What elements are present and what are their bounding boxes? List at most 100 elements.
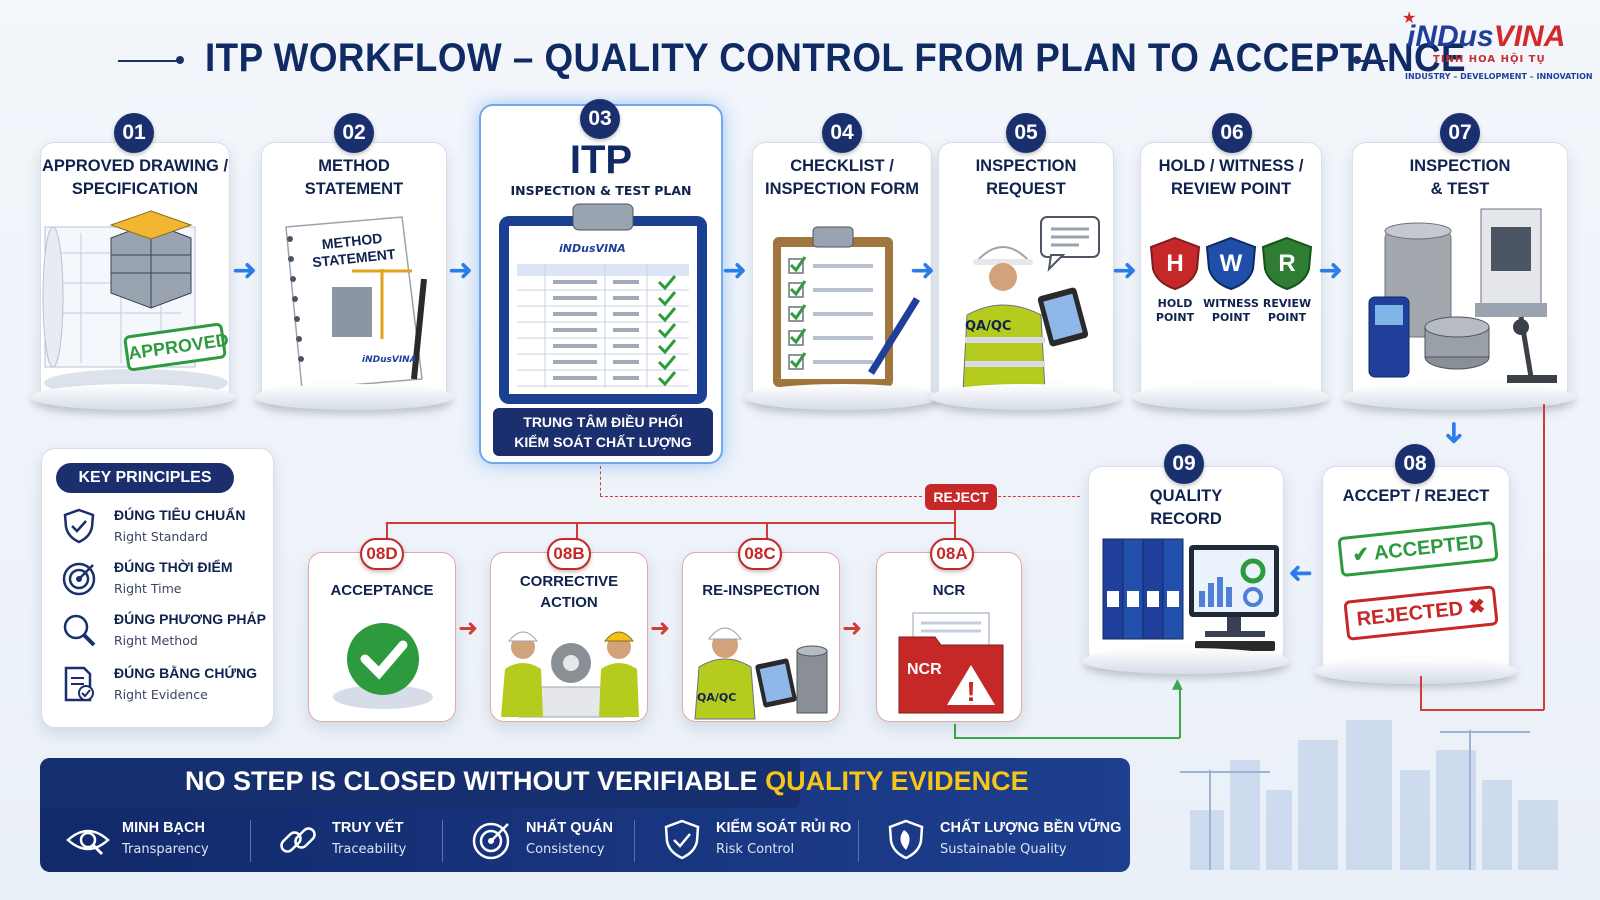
substep-08b-badge: 08B bbox=[547, 538, 591, 570]
witness-point-label-1: WITNESS bbox=[1203, 297, 1259, 310]
value-en: Transparency bbox=[122, 842, 209, 857]
step-09-title-line1: QUALITY bbox=[1149, 487, 1223, 505]
step-05-pedestal bbox=[930, 384, 1122, 410]
reject-loop-right bbox=[1543, 404, 1545, 710]
step-06-pedestal bbox=[1132, 384, 1330, 410]
svg-text:W: W bbox=[1220, 250, 1243, 277]
principle-item: ĐÚNG TIÊU CHUẨN Right Standard bbox=[60, 505, 270, 551]
ncr-folder-warning-icon: ! bbox=[898, 612, 1004, 714]
step-08-badge: 08 bbox=[1395, 444, 1435, 484]
step-07-pedestal bbox=[1342, 384, 1576, 410]
substep-08b-title-line1: CORRECTIVE bbox=[519, 573, 619, 590]
step-06-title-line2: REVIEW POINT bbox=[1170, 180, 1292, 198]
vest-label-qaqc: QA/QC bbox=[965, 319, 1012, 334]
flow-arrow-03-04: ➜ bbox=[722, 253, 748, 288]
step-01-title-line1: APPROVED DRAWING / bbox=[41, 157, 229, 175]
step-09-title-line2: RECORD bbox=[1150, 510, 1222, 528]
hold-point-label-1: HOLD bbox=[1157, 297, 1193, 310]
witness-point-label-2: POINT bbox=[1211, 311, 1251, 324]
step-card-07: INSPECTION& TEST bbox=[1352, 142, 1568, 404]
company-logo: iNDusVINA bbox=[1407, 20, 1566, 53]
itp-coordination-banner: TRUNG TÂM ĐIỀU PHỐI KIỂM SOÁT CHẤT LƯỢNG bbox=[493, 408, 713, 456]
logo-star-icon: ★ bbox=[1402, 8, 1417, 27]
test-equipment-icon bbox=[1368, 208, 1557, 383]
records-computer-icon bbox=[1102, 538, 1279, 651]
book-logo: iNDusVINA bbox=[362, 355, 417, 365]
reject-to-ncr-line bbox=[954, 510, 956, 538]
reject-dash-vertical bbox=[600, 466, 601, 496]
value-vi: TRUY VẾT bbox=[332, 820, 404, 836]
link-icon bbox=[280, 827, 316, 853]
step-03-badge: 03 bbox=[580, 99, 620, 139]
re-inspection-worker-icon bbox=[694, 627, 828, 720]
principle-en: Right Method bbox=[114, 633, 198, 648]
shield-check-icon bbox=[664, 819, 700, 860]
value-vi: CHẤT LƯỢNG BỀN VỮNG bbox=[940, 820, 1122, 836]
step-02-title-line2: STATEMENT bbox=[304, 180, 404, 198]
hold-point-shield-icon: H bbox=[1149, 236, 1201, 291]
corrective-action-workers-icon bbox=[501, 631, 639, 718]
itp-banner-line1: TRUNG TÂM ĐIỀU PHỐI bbox=[523, 414, 683, 430]
evidence-banner: NO STEP IS CLOSED WITHOUT VERIFIABLE QUA… bbox=[40, 758, 1130, 872]
substep-08a-title: NCR bbox=[932, 582, 966, 599]
ncr-return-arrowhead-icon: ▲ bbox=[1172, 676, 1183, 692]
value-item: CHẤT LƯỢNG BỀN VỮNG Sustainable Quality bbox=[884, 816, 1124, 864]
flow-arrow-02-03: ➜ bbox=[448, 253, 474, 288]
step-09-pedestal bbox=[1082, 648, 1290, 674]
principle-vi: ĐÚNG PHƯƠNG PHÁP bbox=[114, 611, 266, 627]
substep-arrow-08b-08d: ➜ bbox=[458, 614, 479, 642]
checklist-clipboard-icon bbox=[773, 226, 920, 387]
step-card-03-itp: ITP INSPECTION & TEST PLAN iNDusVINA TRU… bbox=[479, 104, 723, 464]
reject-loop-bottom bbox=[1420, 709, 1544, 711]
step-05-badge: 05 bbox=[1006, 113, 1046, 153]
clipboard-logo: iNDusVINA bbox=[559, 242, 626, 255]
title-dot-right bbox=[1353, 56, 1361, 64]
value-en: Risk Control bbox=[716, 842, 795, 857]
principle-vi: ĐÚNG BẰNG CHỨNG bbox=[114, 665, 258, 681]
flow-arrow-07-08: ➜ bbox=[1436, 420, 1472, 446]
review-point-label-2: POINT bbox=[1267, 311, 1307, 324]
step-01-title-line2: SPECIFICATION bbox=[71, 180, 199, 198]
itp-heading: ITP bbox=[569, 138, 633, 182]
page-title: ITP WORKFLOW – QUALITY CONTROL FROM PLAN… bbox=[205, 36, 1467, 80]
principle-item: ĐÚNG BẰNG CHỨNG Right Evidence bbox=[60, 663, 270, 709]
step-04-title-line1: CHECKLIST / bbox=[790, 157, 894, 175]
flow-arrow-08-09: ➜ bbox=[1288, 556, 1314, 591]
step-02-title-line1: METHOD bbox=[318, 157, 390, 175]
substep-08d-title: ACCEPTANCE bbox=[330, 582, 434, 599]
substep-08c-vest-label: QA/QC bbox=[697, 691, 737, 704]
value-item: NHẤT QUÁN Consistency bbox=[470, 816, 650, 864]
step-01-pedestal bbox=[30, 384, 236, 410]
substep-card-08d: ACCEPTANCE bbox=[308, 552, 456, 722]
title-dot-left bbox=[176, 56, 184, 64]
review-point-shield-icon: R bbox=[1261, 236, 1313, 291]
step-card-08: ACCEPT / REJECT ✔ ACCEPTED REJECTED ✖ bbox=[1322, 466, 1510, 676]
principle-item: ĐÚNG PHƯƠNG PHÁP Right Method bbox=[60, 609, 270, 655]
itp-clipboard-icon bbox=[499, 203, 707, 404]
eye-icon bbox=[66, 829, 110, 856]
drawing-building-icon bbox=[42, 210, 228, 397]
substep-card-08c: RE-INSPECTION QA/QC bbox=[682, 552, 840, 722]
step-04-title-line2: INSPECTION FORM bbox=[764, 180, 919, 198]
step-07-title-line1: INSPECTION bbox=[1409, 157, 1511, 175]
principle-item: ĐÚNG THỜI ĐIỂM Right Time bbox=[60, 557, 270, 603]
step-05-title-line2: REQUEST bbox=[986, 180, 1066, 198]
substep-08a-badge: 08A bbox=[930, 538, 974, 570]
method-book-icon bbox=[285, 216, 427, 390]
hold-point-label-2: POINT bbox=[1155, 311, 1195, 324]
leaf-shield-icon bbox=[888, 819, 924, 860]
principle-en: Right Standard bbox=[114, 529, 208, 544]
logo-tagline: INDUSTRY – DEVELOPMENT – INNOVATION bbox=[1405, 72, 1593, 81]
target-icon bbox=[62, 562, 96, 596]
step-02-badge: 02 bbox=[334, 113, 374, 153]
value-item: KIỂM SOÁT RỦI RO Risk Control bbox=[660, 816, 860, 864]
principle-en: Right Evidence bbox=[114, 687, 208, 702]
substep-top-connector-left bbox=[386, 522, 608, 524]
ncr-folder-label: NCR bbox=[907, 661, 942, 678]
